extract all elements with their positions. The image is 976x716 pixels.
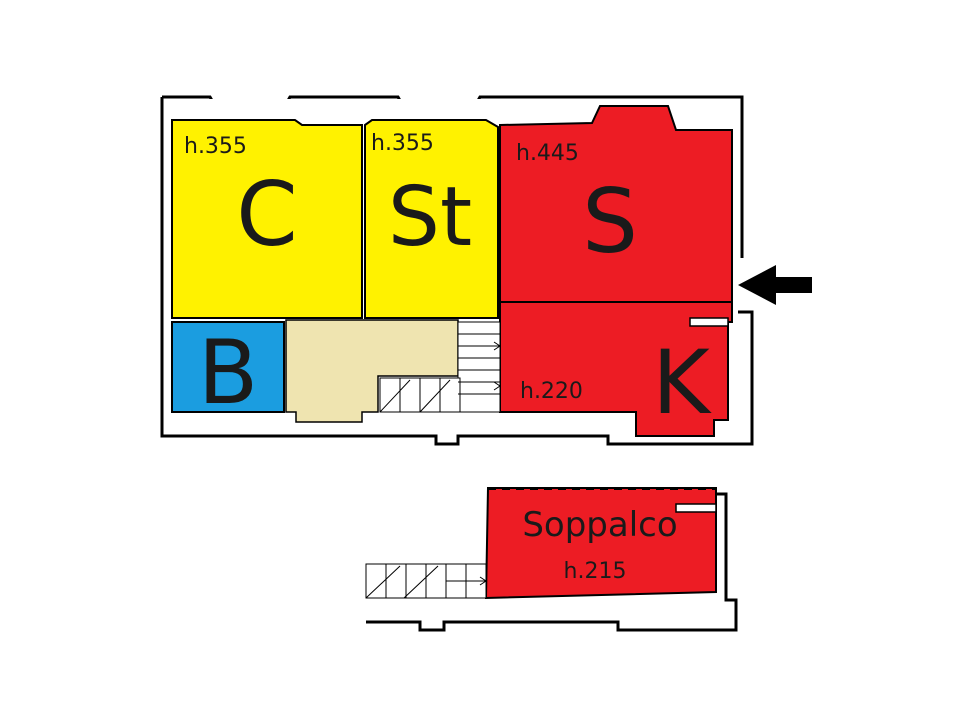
mezzanine-floor [365, 487, 738, 632]
bagno-letter: B [198, 321, 258, 424]
mezzanine-staircase [365, 563, 487, 599]
soggiorno-height: h.445 [516, 141, 579, 166]
soppalco-height: h.215 [564, 559, 627, 584]
cucina-letter: K [652, 331, 712, 434]
room-camera [171, 119, 363, 319]
camera-height: h.355 [184, 134, 247, 159]
main-floor [160, 95, 754, 446]
soppalco-name: Soppalco [522, 505, 677, 545]
mezzanine-outer-wall [366, 492, 738, 632]
studio-letter: St [388, 170, 472, 265]
arrow-left-icon [738, 265, 812, 305]
main-staircase [379, 321, 501, 413]
cucina-height: h.220 [520, 379, 583, 404]
room-soppalco [484, 487, 717, 600]
kitchen-wall-notch [689, 317, 729, 327]
mezzanine-wall-notch [675, 503, 717, 513]
camera-letter: C [236, 163, 297, 266]
room-cucina [499, 301, 733, 437]
soggiorno-letter: S [582, 170, 638, 273]
room-bagno [171, 321, 285, 413]
room-studio [364, 119, 499, 319]
studio-height: h.355 [371, 131, 434, 156]
